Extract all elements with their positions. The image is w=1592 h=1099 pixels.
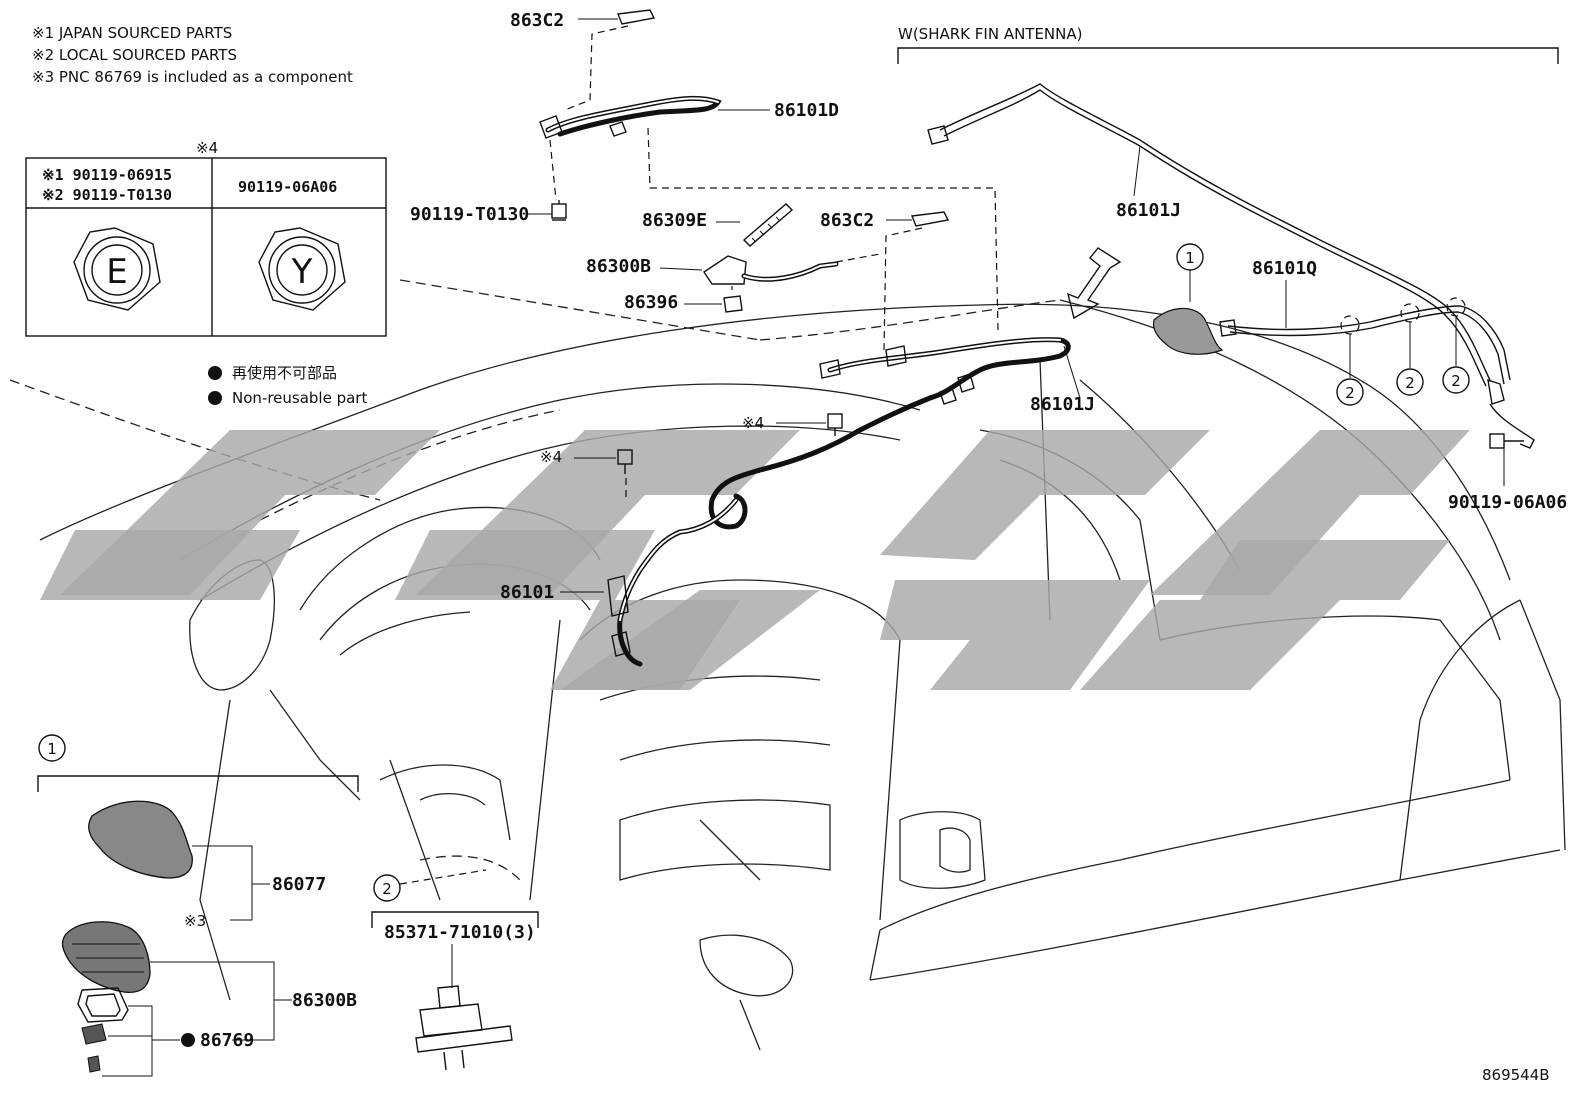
bolt-icon (1489, 433, 1524, 449)
part-86300B-top[interactable]: 86300B (586, 253, 881, 285)
label-star4-lower: ※4 (540, 448, 562, 466)
label-star3: ※3 (184, 912, 206, 930)
bolt-icon (617, 449, 633, 474)
callout-2-box: 2 (382, 880, 392, 898)
bolt-star4-upper[interactable]: ※4 (742, 413, 843, 436)
part-86101J-top[interactable]: 86101J (927, 83, 1535, 449)
part-86077[interactable]: 86077 ※3 (88, 800, 326, 930)
non-reusable-dot-icon (208, 366, 222, 380)
label-star4-upper: ※4 (742, 414, 764, 432)
label-86300B-bottom: 86300B (292, 990, 357, 1011)
bolt-head-mark-e: E (106, 252, 127, 292)
label-90119-T0130: 90119-T0130 (410, 204, 529, 225)
label-86101J-mid: 86101J (1030, 394, 1095, 415)
label-86101D: 86101D (774, 100, 839, 121)
part-86101Q[interactable]: 86101Q 2 2 2 (1219, 258, 1511, 406)
legend: 再使用不可部品 Non-reusable part (208, 364, 367, 407)
clip-icon (415, 985, 513, 1071)
section-header: W(SHARK FIN ANTENNA) (898, 25, 1083, 43)
legend-english: Non-reusable part (232, 389, 367, 407)
shark-fin-top[interactable]: 1 (1152, 243, 1224, 355)
shark-fin-section: W(SHARK FIN ANTENNA) (897, 25, 1559, 64)
bolt-icon (551, 200, 567, 221)
bolt-table: ※4 ※1 90119-06915 ※2 90119-T0130 90119-0… (25, 139, 387, 337)
label-85371: 85371-71010(3) (384, 922, 536, 943)
callout-1: 1 (1185, 249, 1195, 267)
detail-callout-1: 1 (37, 734, 359, 792)
callout-1-box: 1 (47, 740, 57, 758)
non-reusable-dot-icon-3 (181, 1033, 195, 1047)
bolt-head-y-icon: Y (258, 227, 346, 311)
direction-arrow-icon (1066, 247, 1122, 320)
part-863C2-mid[interactable]: 863C2 (820, 210, 950, 351)
note-local-sourced: ※2 LOCAL SOURCED PARTS (32, 46, 237, 64)
notes-block: ※1 JAPAN SOURCED PARTS ※2 LOCAL SOURCED … (32, 24, 353, 86)
part-86101[interactable]: 86101 (500, 395, 933, 667)
bolt-table-col2: 90119-06A06 (238, 178, 337, 196)
watermark-logo (40, 430, 1470, 690)
legend-japanese: 再使用不可部品 (232, 364, 337, 382)
bolt-head-e-icon: E (73, 227, 161, 311)
note-japan-sourced: ※1 JAPAN SOURCED PARTS (32, 24, 232, 42)
label-86769: 86769 (200, 1030, 254, 1051)
label-86077: 86077 (272, 874, 326, 895)
bolt-icon (827, 413, 843, 436)
label-863C2-mid: 863C2 (820, 210, 874, 231)
part-90119-06A06[interactable]: 90119-06A06 (1448, 433, 1567, 513)
callout-2c: 2 (1451, 372, 1461, 390)
diagram-id: 869544B (1482, 1066, 1550, 1084)
part-86101D[interactable]: 86101D (539, 95, 999, 331)
part-90119-T0130[interactable]: 90119-T0130 (410, 200, 567, 225)
label-86101J-top: 86101J (1116, 200, 1181, 221)
bolt-star4-lower[interactable]: ※4 (540, 448, 633, 500)
non-reusable-dot-icon-2 (208, 391, 222, 405)
callout-2a: 2 (1345, 384, 1355, 402)
part-86396[interactable]: 86396 (624, 286, 743, 313)
label-86101: 86101 (500, 582, 554, 603)
part-86300B-bottom[interactable]: 86300B (61, 921, 358, 1041)
part-86309E[interactable]: 86309E (642, 203, 794, 247)
bolt-table-col1-line1: ※1 90119-06915 (42, 166, 172, 184)
bolt-table-header: ※4 (196, 139, 218, 157)
label-86300B-top: 86300B (586, 256, 651, 277)
label-86309E: 86309E (642, 210, 707, 231)
part-86769[interactable]: 86769 (77, 987, 254, 1077)
callout-2b: 2 (1405, 374, 1415, 392)
detail-callout-2[interactable]: 2 85371-71010(3) (371, 869, 539, 1071)
label-86396: 86396 (624, 292, 678, 313)
note-pnc-component: ※3 PNC 86769 is included as a component (32, 68, 353, 86)
label-86101Q: 86101Q (1252, 258, 1317, 279)
bolt-table-col1-line2: ※2 90119-T0130 (42, 186, 172, 204)
part-86101J-mid[interactable]: 86101J (819, 337, 1095, 415)
label-863C2-top: 863C2 (510, 10, 564, 31)
bolt-head-mark-y: Y (291, 252, 313, 292)
label-90119-06A06: 90119-06A06 (1448, 492, 1567, 513)
part-863C2-top[interactable]: 863C2 (510, 9, 656, 111)
